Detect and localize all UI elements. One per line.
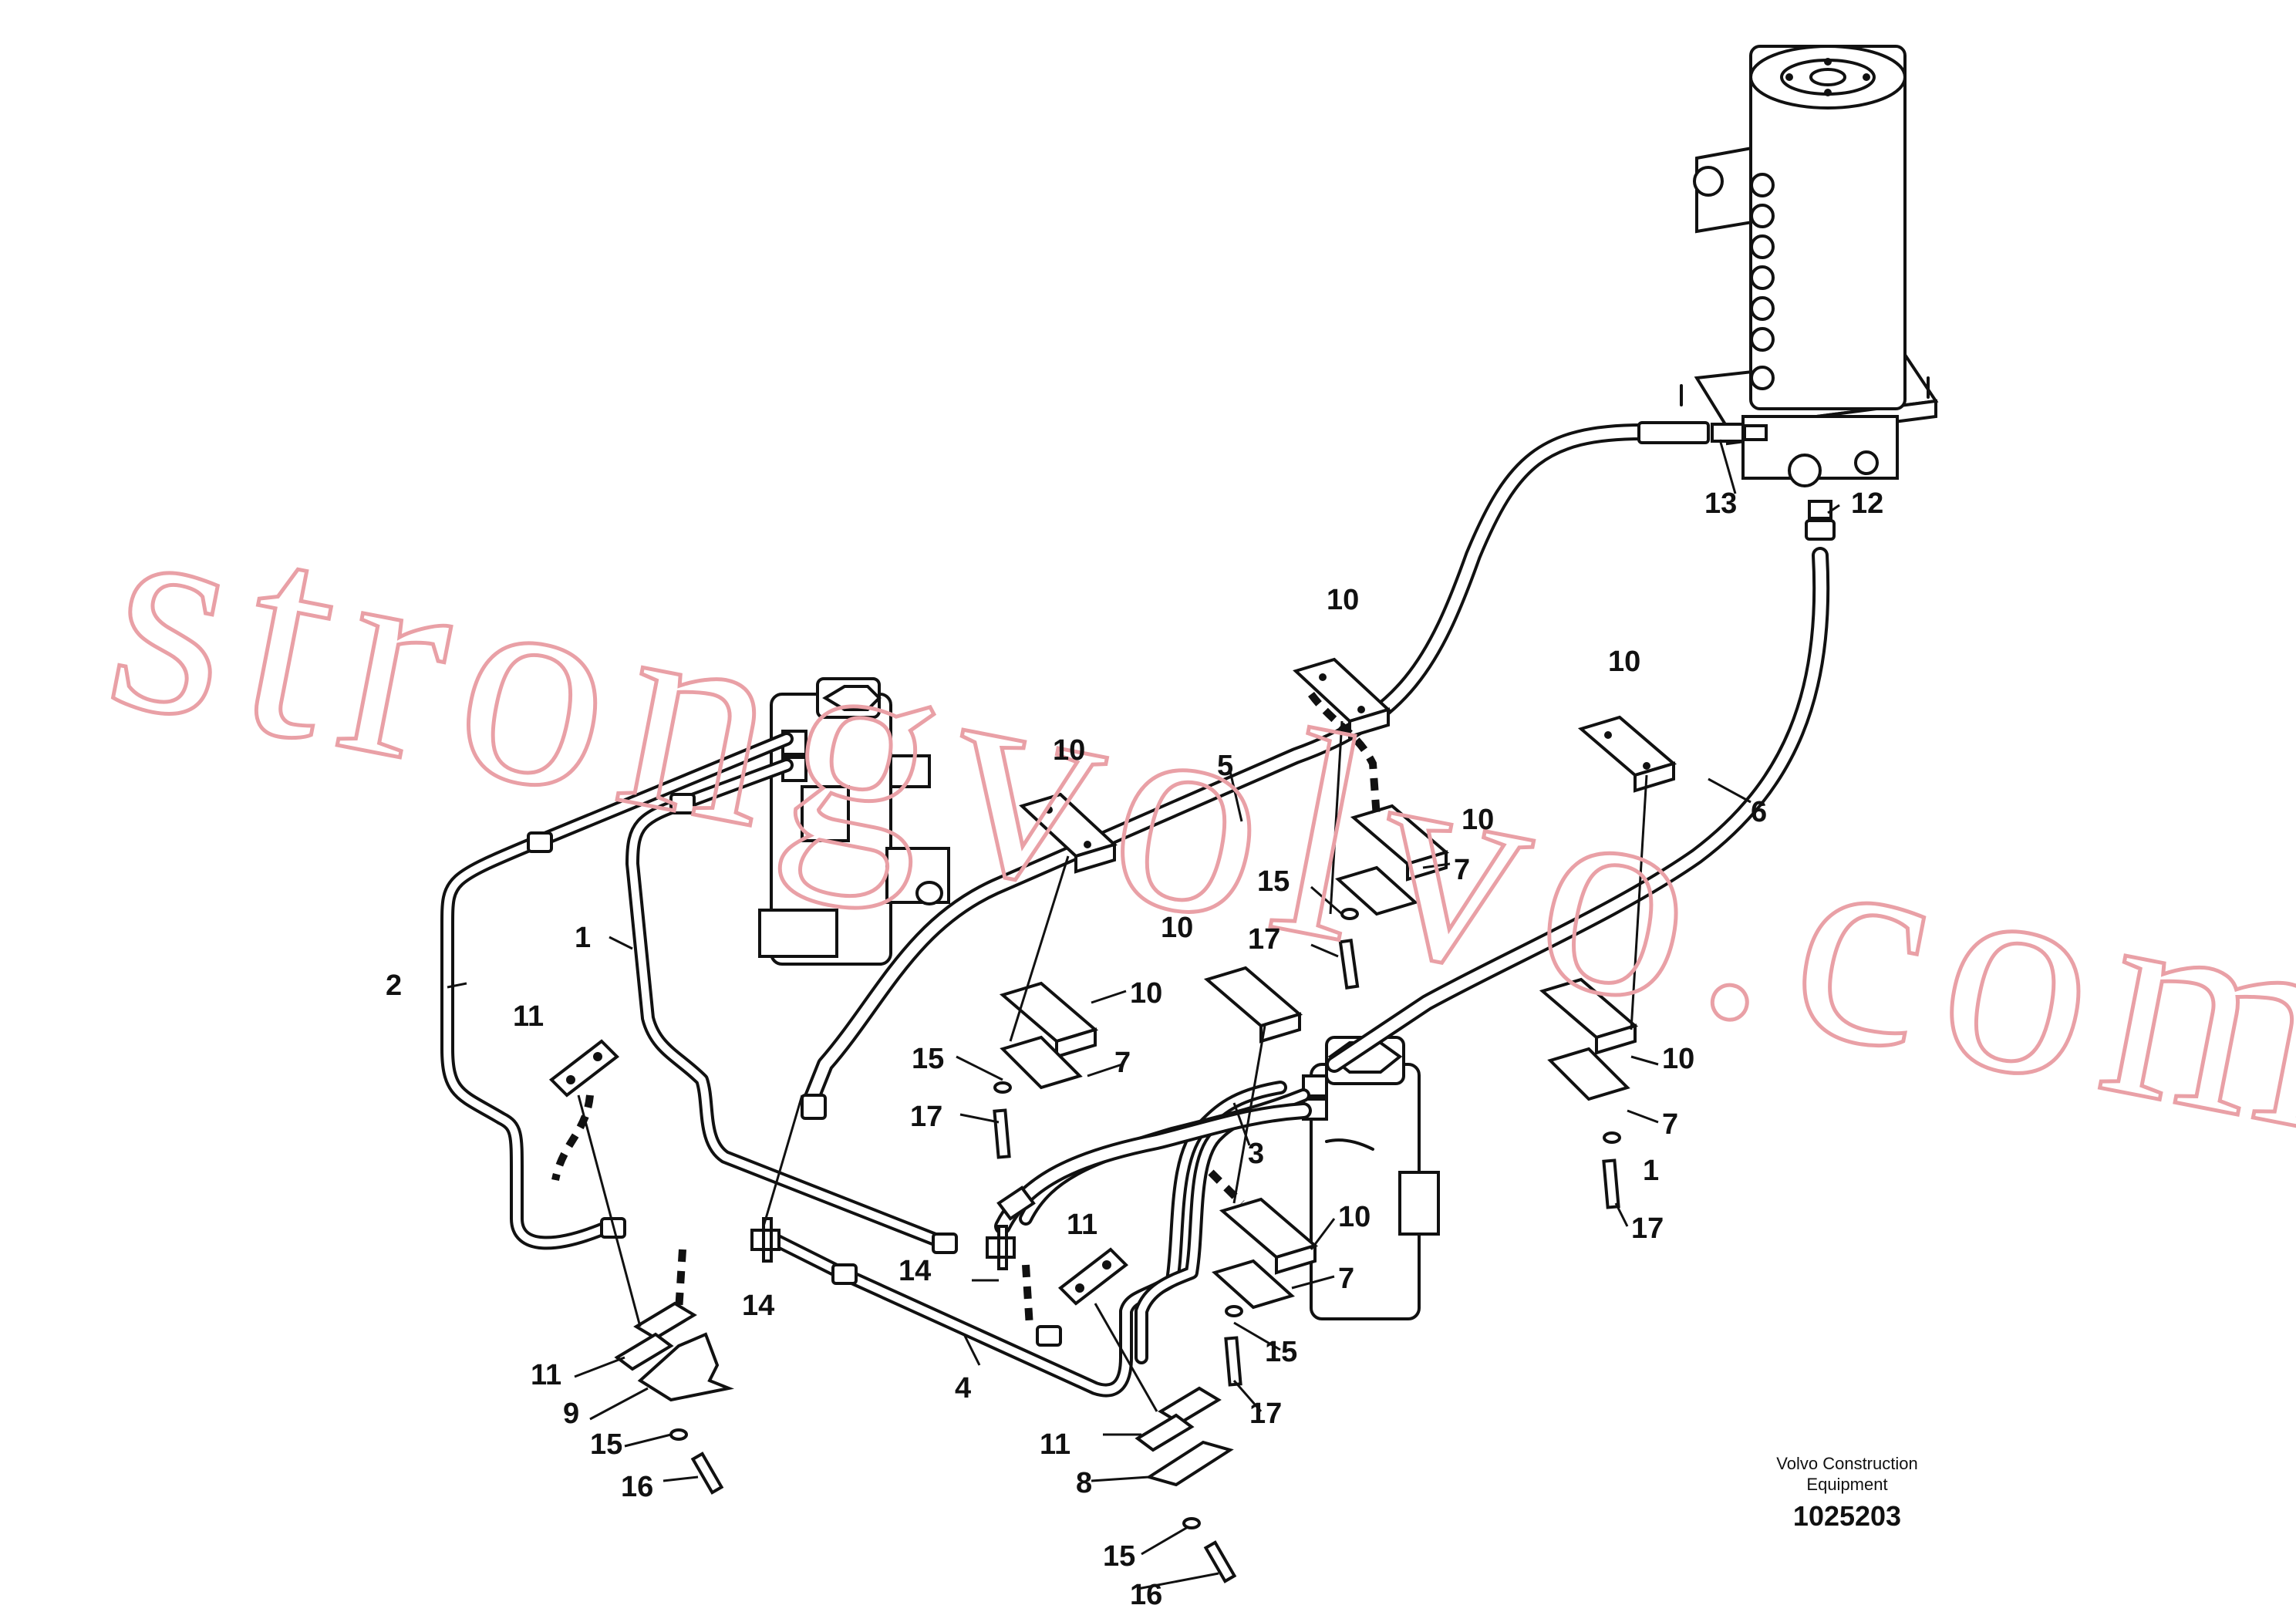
bracket-8 [1145, 1440, 1234, 1487]
callout-16-b: 16 [1130, 1579, 1162, 1611]
caption-line-1: Volvo Construction [1776, 1454, 1917, 1473]
callout-10-d: 10 [1462, 804, 1494, 836]
tube-2 [440, 732, 794, 1250]
swivel-joint [1680, 45, 1939, 487]
callout-15-a: 15 [1257, 865, 1290, 898]
callout-10-c: 10 [1608, 646, 1640, 678]
callout-1: 1 [575, 922, 591, 954]
callout-6: 6 [1751, 796, 1767, 828]
clamp-11-a [548, 1039, 620, 1098]
clamp-10-f [1203, 966, 1303, 1044]
caption-block: Volvo Construction Equipment 1025203 [1776, 1454, 1917, 1532]
callout-15-c: 15 [1265, 1336, 1297, 1368]
callout-2: 2 [386, 969, 402, 1002]
callout-10-g: 10 [1662, 1043, 1694, 1075]
control-valve-right [1302, 1036, 1440, 1320]
callout-7-d: 7 [1338, 1263, 1354, 1295]
clamp-11-c [614, 1301, 697, 1371]
callout-labels: 1 2 3 4 5 6 7 7 7 7 8 9 10 10 10 10 10 1… [386, 487, 1883, 1611]
callout-5: 5 [1217, 750, 1233, 782]
callout-7-b: 7 [1114, 1047, 1131, 1079]
clamp-10-b [1293, 657, 1391, 739]
callout-15-b: 15 [912, 1043, 944, 1075]
clamp-11-d [1135, 1386, 1222, 1452]
callout-10-f: 10 [1130, 977, 1162, 1010]
callout-17-a: 17 [1248, 923, 1280, 956]
callout-10-e: 10 [1161, 912, 1193, 944]
callout-11-a: 11 [513, 1000, 544, 1033]
callout-17-c: 17 [1631, 1212, 1664, 1245]
callout-1-partial: 1 [1643, 1155, 1659, 1187]
callout-17-b: 17 [910, 1101, 942, 1133]
clamp-10-g [1539, 977, 1639, 1055]
callout-11-d: 11 [1040, 1428, 1070, 1461]
plate-7-d [1212, 1259, 1295, 1310]
callout-10-a: 10 [1327, 584, 1359, 616]
callout-15-e: 15 [1103, 1540, 1135, 1573]
drawing-number: 1025203 [1793, 1500, 1901, 1532]
callout-13: 13 [1704, 487, 1737, 520]
hose-5 [801, 421, 1768, 1111]
bracket-9 [637, 1332, 734, 1402]
callout-7-a: 7 [1454, 854, 1470, 886]
watermark: strongvolvo.com [88, 443, 2296, 1197]
clamp-10-a [1019, 792, 1118, 874]
callout-8: 8 [1076, 1467, 1092, 1499]
plate-7-b [1335, 865, 1418, 916]
control-valve-left [758, 677, 950, 966]
callout-14-b: 14 [899, 1255, 931, 1287]
leader-lines [447, 439, 1840, 1590]
callout-11-b: 11 [1067, 1209, 1097, 1241]
hose-lower [994, 1102, 1312, 1235]
hose-6 [1326, 500, 1836, 1073]
callout-12: 12 [1851, 487, 1883, 520]
callout-9: 9 [563, 1398, 579, 1430]
fittings [527, 793, 1062, 1347]
clamp-10-c [1350, 804, 1450, 882]
callout-10-h: 10 [1338, 1201, 1371, 1233]
callout-15-d: 15 [590, 1428, 622, 1461]
clamp-11-b [1057, 1247, 1129, 1306]
callout-7-c: 7 [1662, 1108, 1678, 1141]
fasteners [669, 908, 1621, 1583]
callout-3: 3 [1248, 1138, 1264, 1170]
caption-line-2: Equipment [1806, 1475, 1887, 1494]
plate-7-c [1547, 1047, 1630, 1101]
callout-11-c: 11 [531, 1359, 561, 1391]
callout-10-b: 10 [1053, 734, 1085, 767]
clamp-10-d [1577, 715, 1677, 793]
callout-4: 4 [955, 1372, 971, 1404]
tube-1 [625, 758, 948, 1249]
clamp-10-h [1219, 1197, 1319, 1275]
break-lines [551, 691, 1381, 1327]
callout-17-d: 17 [1249, 1398, 1282, 1430]
plate-7-a [1000, 1035, 1083, 1090]
callout-14-a: 14 [742, 1290, 774, 1322]
callout-16-a: 16 [621, 1471, 653, 1503]
